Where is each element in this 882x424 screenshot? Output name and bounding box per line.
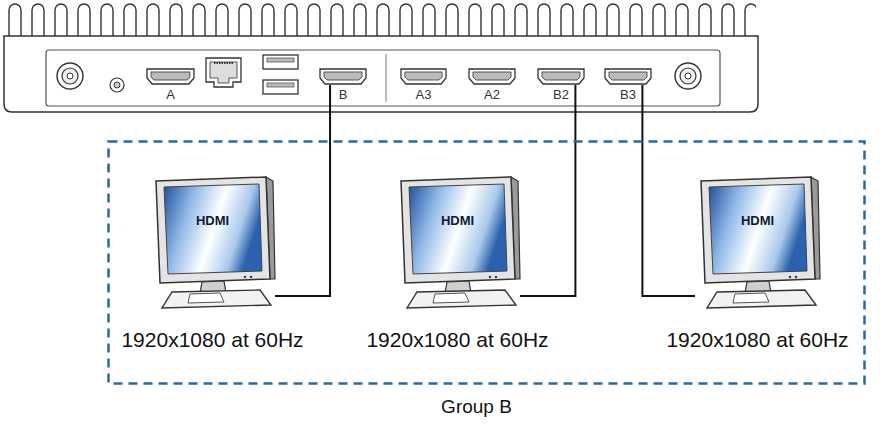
- antenna-connector: [57, 63, 83, 89]
- monitor-node: HDMI1920x1080 at 60Hz: [695, 175, 820, 310]
- port-label: B: [339, 87, 348, 102]
- hdmi-port-node: A2: [468, 68, 516, 85]
- hdmi-port: [537, 68, 585, 85]
- screen-label: HDMI: [196, 213, 229, 228]
- power-jack: [110, 78, 124, 92]
- resolution-caption: 1920x1080 at 60Hz: [366, 328, 548, 352]
- hdmi-port-node: A: [146, 68, 195, 85]
- group-node: Group BHDMI1920x1080 at 60HzHDMI1920x108…: [107, 140, 866, 385]
- screen-label: HDMI: [441, 213, 474, 228]
- hdmi-port: [468, 68, 516, 85]
- port-label: A: [166, 87, 175, 102]
- monitor: [695, 175, 820, 310]
- hdmi-port-node: B2: [537, 68, 585, 85]
- hdmi-port: [400, 68, 447, 85]
- chassis-body: [4, 36, 758, 112]
- monitor-node: HDMI1920x1080 at 60Hz: [150, 175, 275, 310]
- monitor-node: HDMI1920x1080 at 60Hz: [395, 175, 520, 310]
- panel-divider: [386, 54, 387, 102]
- port-label: B3: [620, 87, 636, 102]
- hdmi-port-node: B3: [604, 68, 652, 85]
- antenna-connector: [675, 63, 701, 89]
- usb-port: [263, 55, 298, 94]
- group-label: Group B: [441, 396, 512, 418]
- hdmi-port: [604, 68, 652, 85]
- hdmi-port: [146, 68, 195, 85]
- hdmi-cable: [275, 85, 330, 296]
- port-label: A2: [484, 87, 500, 102]
- hdmi-port: [319, 68, 367, 85]
- hdmi-cable: [520, 85, 575, 296]
- monitor: [395, 175, 520, 310]
- resolution-caption: 1920x1080 at 60Hz: [121, 328, 303, 352]
- monitor: [150, 175, 275, 310]
- port-label: B2: [553, 87, 569, 102]
- resolution-caption: 1920x1080 at 60Hz: [666, 328, 848, 352]
- rj45-port: [206, 58, 241, 87]
- rear-panel: [46, 50, 720, 106]
- hdmi-cable: [642, 85, 695, 296]
- hdmi-port-node: A3: [400, 68, 447, 85]
- screen-label: HDMI: [741, 213, 774, 228]
- heatsink-fins: [6, 0, 756, 40]
- port-label: A3: [416, 87, 432, 102]
- hdmi-port-node: B: [319, 68, 367, 85]
